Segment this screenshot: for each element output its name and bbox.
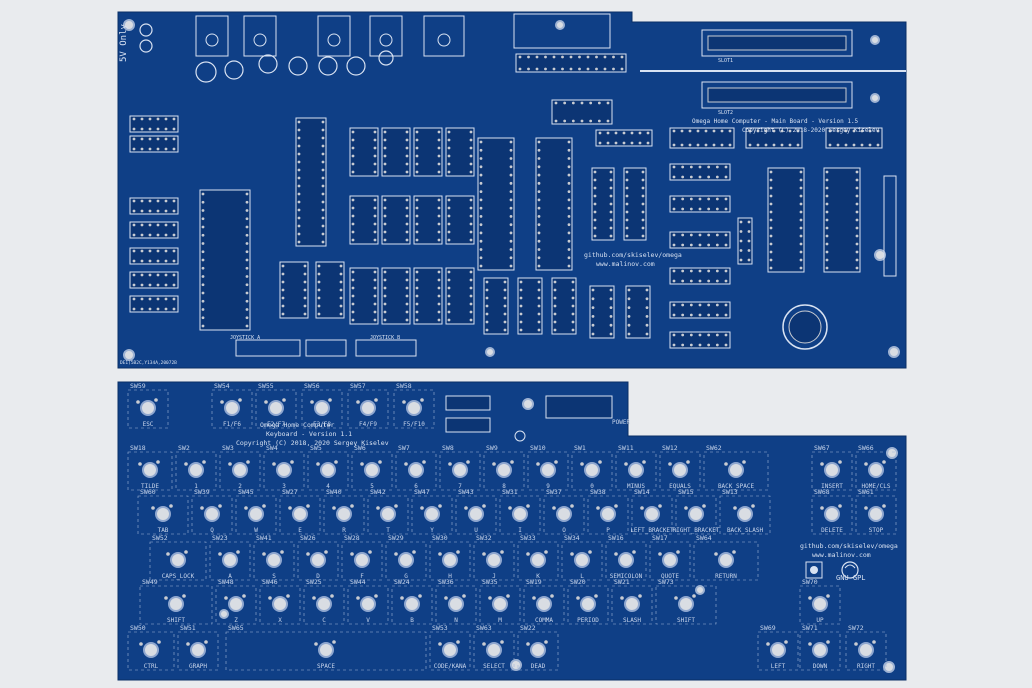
ic-footprint [381,267,411,325]
ic-footprint [477,137,515,271]
bottom-connectors [235,339,417,357]
ic-footprint [669,267,731,285]
ic-footprint [745,127,803,149]
ic-footprint [381,195,411,245]
main-board-link-github: github.com/skiselev/omega [584,251,682,259]
top-jacks [195,13,611,57]
ic-footprint [515,53,627,73]
ic-footprint [669,127,735,149]
ic-footprint [589,285,615,339]
ic-footprint [129,221,179,239]
ic-footprint [199,189,251,331]
ic-footprint [483,277,509,335]
main-board-link-malinov: www.malinov.com [596,260,655,268]
ic-footprint [445,195,475,245]
slot2-label: SLOT2 [718,110,733,116]
ic-footprint [445,127,475,177]
ic-footprint [349,267,379,325]
main-board-title-line-2: Copyright (C) 2018-2020 Sergey Kiselev [742,127,880,134]
ic-footprint [129,135,179,153]
right-header [883,175,897,277]
ic-footprint [595,129,653,147]
expansion-slot-2: SLOT2 [701,81,853,116]
slot1-label: SLOT1 [718,58,733,64]
ic-footprint [669,195,731,213]
ic-footprint [129,197,179,215]
joystick-b-label: JOYSTICK B [370,335,400,341]
ic-footprint [669,231,731,249]
ic-footprint [767,167,805,273]
ic-footprint [349,195,379,245]
capacitor-row [139,23,394,83]
battery-holder [782,304,828,350]
ic-footprint [551,99,613,125]
ic-footprint [517,277,543,335]
ic-footprint [129,115,179,133]
ic-footprint [823,167,861,273]
ic-footprint [669,331,731,349]
ic-footprint [381,127,411,177]
mounting-holes [123,19,900,361]
ic-footprint [413,127,443,177]
slot-separator [640,70,906,72]
ic-footprint [279,261,309,319]
joystick-a-label: JOYSTICK A [230,335,260,341]
ic-footprint [825,127,883,149]
ic-footprint [349,127,379,177]
ic-footprint [535,137,573,271]
main-board-title-line-1: Omega Home Computer - Main Board - Versi… [692,118,859,125]
side-label: 5V Only [119,23,129,62]
ic-footprint [413,267,443,325]
ic-footprint [129,247,179,265]
date-code: DE1(5B2C,Y134A,20072B [120,360,177,366]
ic-footprint [669,301,731,319]
ic-footprint [669,163,731,181]
ic-footprint [445,267,475,325]
expansion-slot-1: SLOT1 [701,29,853,64]
ic-footprint [315,261,345,319]
ic-footprint [737,217,753,265]
ic-footprint [591,167,615,241]
ic-footprint [129,271,179,289]
ic-footprint [129,295,179,313]
ic-footprint [295,117,327,247]
ic-footprint [413,195,443,245]
ic-footprint [623,167,647,241]
ic-footprints [129,53,883,349]
ic-footprint [625,285,651,339]
ic-footprint [551,277,577,335]
